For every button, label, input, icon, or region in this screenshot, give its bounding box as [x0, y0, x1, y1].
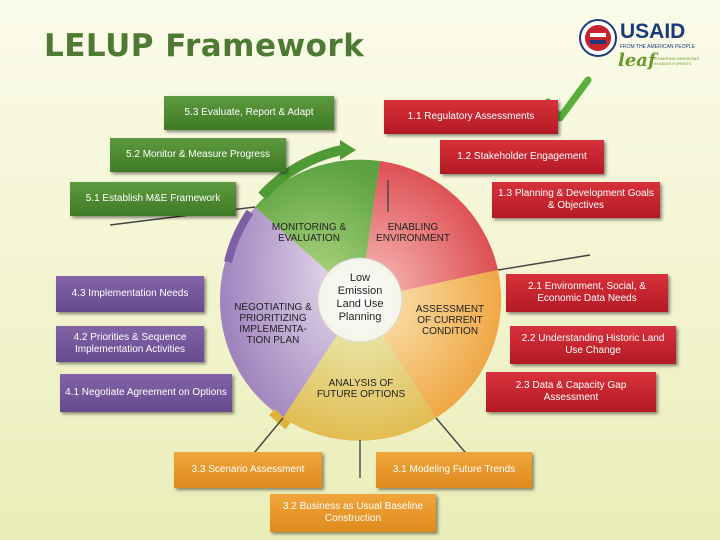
- arrow-negotiating: [224, 209, 254, 263]
- spoke-right: [497, 254, 591, 271]
- usaid-tagline: FROM THE AMERICAN PEOPLE: [620, 44, 695, 50]
- segment-enabling: [360, 161, 498, 300]
- leaf-tagline: LOWERING EMISSIONS IN ASIA'S FORESTS: [654, 56, 700, 66]
- box-3-1: 3.1 Modeling Future Trends: [376, 452, 532, 488]
- segment-negotiating: [219, 207, 360, 418]
- box-2-1: 2.1 Environment, Social, & Economic Data…: [506, 274, 668, 312]
- label-assessment: ASSESSMENT OF CURRENT CONDITION: [415, 304, 485, 337]
- usaid-logo: USAID FROM THE AMERICAN PEOPLE leaf LOWE…: [578, 16, 703, 76]
- box-5-3: 5.3 Evaluate, Report & Adapt: [164, 96, 334, 130]
- arrow-analysis: [269, 409, 291, 430]
- usaid-wordmark: USAID: [620, 20, 686, 43]
- box-1-2: 1.2 Stakeholder Engagement: [440, 140, 604, 174]
- center-circle: [317, 257, 403, 343]
- leaf-wordmark: leaf: [618, 50, 656, 71]
- spoke-lower-left: [249, 417, 284, 459]
- spoke-lower-right: [435, 417, 471, 459]
- segment-analysis: [283, 300, 436, 441]
- box-5-1: 5.1 Establish M&E Framework: [70, 182, 236, 216]
- box-1-3: 1.3 Planning & Development Goals & Objec…: [492, 182, 660, 218]
- arrow-monitoring: [258, 145, 344, 200]
- label-negotiating: NEGOTIATING & PRIORITIZING IMPLEMENTA-TI…: [234, 302, 312, 346]
- label-monitoring-evaluation: MONITORING & EVALUATION: [271, 222, 347, 244]
- usaid-seal-icon: [579, 19, 617, 57]
- box-4-3: 4.3 Implementation Needs: [56, 276, 204, 312]
- arrow-head-monitoring: [340, 140, 356, 160]
- center-label: Low Emission Land Use Planning: [336, 272, 384, 323]
- box-3-2: 3.2 Business as Usual Baseline Construct…: [270, 494, 436, 532]
- label-analysis: ANALYSIS OF FUTURE OPTIONS: [316, 378, 406, 400]
- box-5-2: 5.2 Monitor & Measure Progress: [110, 138, 286, 172]
- box-4-1: 4.1 Negotiate Agreement on Options: [60, 374, 232, 412]
- label-enabling-environment: ENABLING ENVIRONMENT: [376, 222, 450, 244]
- box-1-1: 1.1 Regulatory Assessments: [384, 100, 558, 134]
- page-title: LELUP Framework: [44, 28, 365, 64]
- box-2-3: 2.3 Data & Capacity Gap Assessment: [486, 372, 656, 412]
- box-4-2: 4.2 Priorities & Sequence Implementation…: [56, 326, 204, 362]
- box-2-2: 2.2 Understanding Historic Land Use Chan…: [510, 326, 676, 364]
- box-3-3: 3.3 Scenario Assessment: [174, 452, 322, 488]
